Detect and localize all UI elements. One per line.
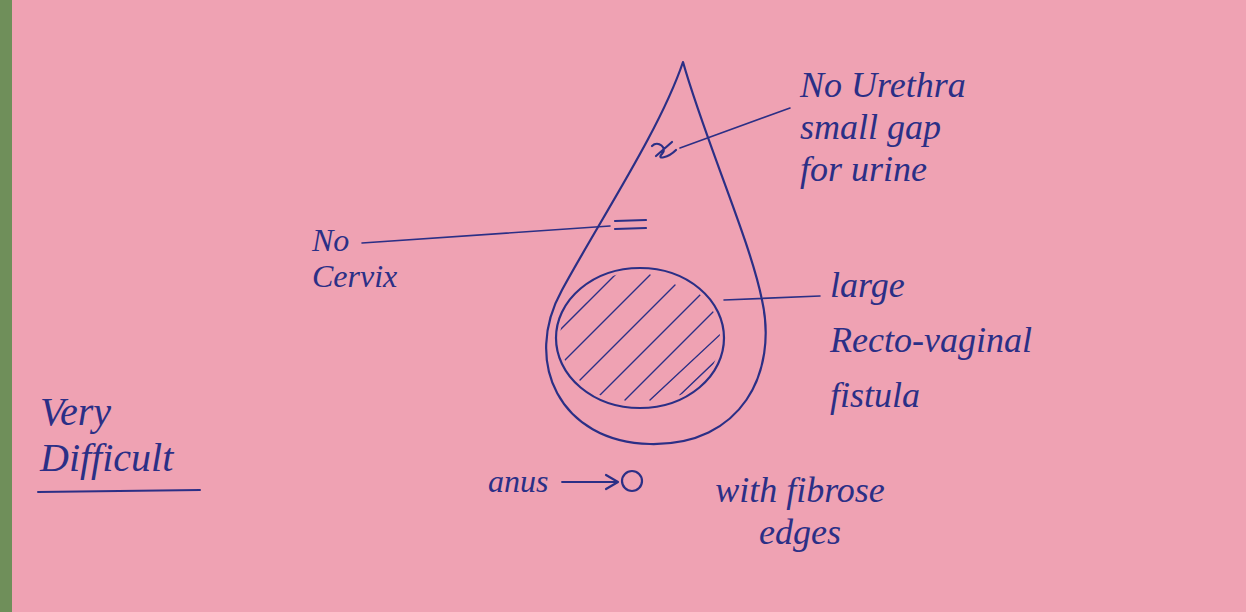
paper-edge <box>0 0 12 612</box>
anus-circle <box>622 471 642 491</box>
teardrop-outline <box>546 62 766 444</box>
cervix-mark <box>615 228 646 229</box>
handwritten-note: anus <box>488 461 560 501</box>
handwritten-note: No Cervix <box>312 222 452 294</box>
handwritten-note: No Urethra small gap for urine <box>800 64 978 190</box>
cervix-mark <box>615 220 646 221</box>
handwritten-note: Very Difficult <box>40 389 240 481</box>
handwritten-note: large Recto-vaginal fistula <box>830 258 1080 423</box>
leader-line <box>680 108 790 148</box>
arrow-head <box>606 475 618 489</box>
underline <box>38 490 200 492</box>
arrow-line <box>562 481 616 483</box>
leader-line <box>362 226 610 243</box>
leader-line <box>724 296 820 300</box>
fistula-outline <box>556 268 724 408</box>
handwritten-note: with fibrose edges <box>670 469 930 553</box>
urethra-mark <box>652 142 676 157</box>
fistula-hatching <box>560 270 725 400</box>
